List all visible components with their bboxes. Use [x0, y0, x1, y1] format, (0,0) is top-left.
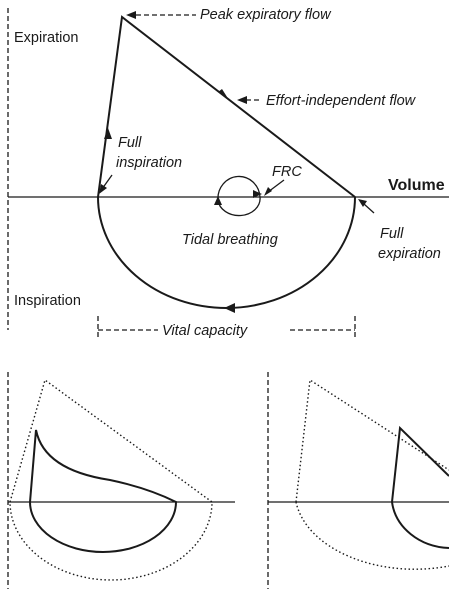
full-expiration-label-2: expiration [378, 246, 441, 262]
vital-capacity-label: Vital capacity [162, 323, 248, 339]
effort-flow-leader-arrow [237, 96, 247, 104]
full-expiration-leader-arrow [358, 199, 367, 207]
arrow-left-bottom [224, 303, 235, 313]
br-restrictive-loop [390, 425, 449, 549]
frc-leader-arrow [264, 187, 272, 196]
arrow-up-left-limb [104, 128, 112, 139]
full-expiration-label-1: Full [380, 226, 404, 242]
main-flow-volume-loop-panel: Expiration Inspiration Peak expiratory f… [7, 7, 449, 340]
expiration-label: Expiration [14, 30, 78, 46]
tidal-breathing-loop [217, 175, 261, 217]
effort-independent-flow-label: Effort-independent flow [266, 93, 417, 109]
arrow-tidal-right [253, 190, 262, 198]
frc-label: FRC [272, 164, 302, 180]
inspiration-label: Inspiration [14, 293, 81, 309]
full-inspiration-leader-arrow [99, 184, 107, 194]
peak-flow-leader-arrow [126, 11, 136, 19]
obstructive-loop-panel [7, 372, 235, 589]
full-inspiration-label-2: inspiration [116, 155, 182, 171]
full-inspiration-label-1: Full [118, 135, 142, 151]
inspiratory-limb [97, 196, 356, 309]
br-reference-loop [295, 378, 449, 570]
volume-label: Volume [388, 177, 445, 194]
full-expiration-leader [363, 203, 375, 214]
arrow-down-right-limb [218, 89, 229, 100]
arrow-tidal-up [214, 196, 222, 205]
restrictive-loop-panel [267, 372, 449, 589]
bl-obstructive-loop [29, 429, 178, 553]
peak-expiratory-flow-label: Peak expiratory flow [200, 7, 332, 23]
tidal-breathing-label: Tidal breathing [182, 232, 278, 248]
